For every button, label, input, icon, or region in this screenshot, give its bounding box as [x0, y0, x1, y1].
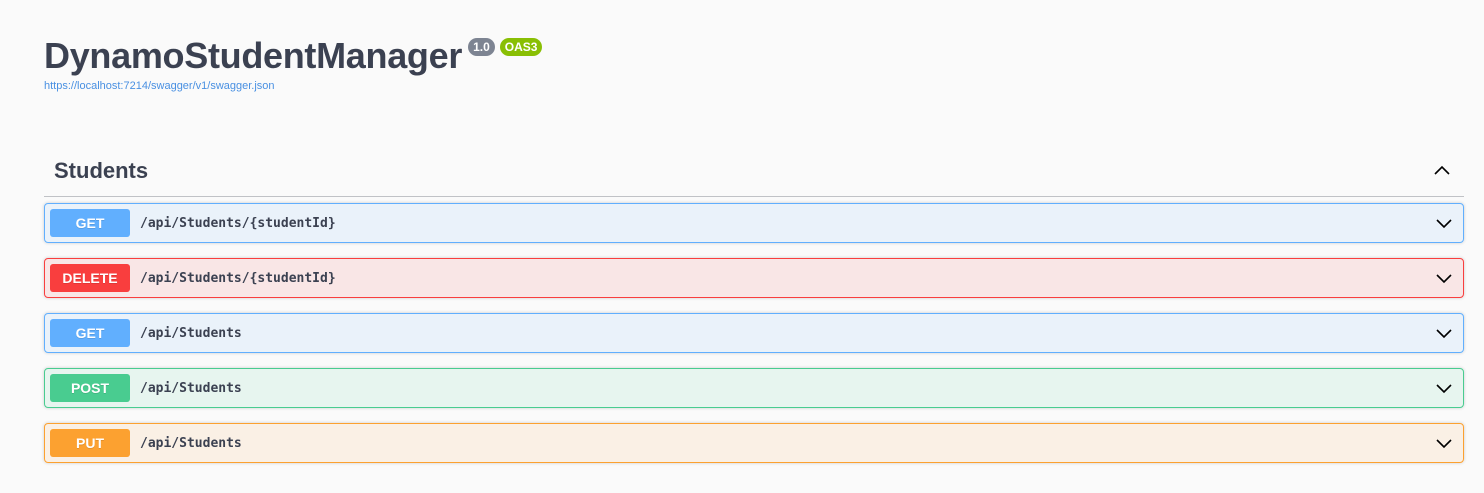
chevron-down-icon — [1436, 439, 1452, 449]
version-badge: 1.0 — [468, 38, 495, 56]
method-badge: POST — [50, 374, 130, 402]
operation-get-students[interactable]: GET /api/Students — [44, 313, 1464, 353]
operation-post-student[interactable]: POST /api/Students — [44, 368, 1464, 408]
api-info: DynamoStudentManager 1.0 OAS3 https://lo… — [44, 34, 543, 92]
operation-delete-student[interactable]: DELETE /api/Students/{studentId} — [44, 258, 1464, 298]
operation-path: /api/Students — [140, 325, 242, 341]
chevron-down-icon — [1436, 274, 1452, 284]
expand-operation-button[interactable] — [1432, 431, 1456, 455]
oas-badge: OAS3 — [499, 38, 543, 56]
expand-operation-button[interactable] — [1432, 211, 1456, 235]
api-title: DynamoStudentManager — [44, 35, 463, 76]
operation-path: /api/Students — [140, 380, 242, 396]
spec-url-link[interactable]: https://localhost:7214/swagger/v1/swagge… — [44, 80, 275, 92]
chevron-down-icon — [1436, 329, 1452, 339]
collapse-tag-button[interactable] — [1422, 151, 1462, 191]
tag-title: Students — [54, 158, 149, 183]
tag-header[interactable]: Students — [44, 146, 1464, 197]
chevron-down-icon — [1436, 219, 1452, 229]
method-badge: GET — [50, 319, 130, 347]
expand-operation-button[interactable] — [1432, 321, 1456, 345]
tag-section-students: Students GET /api/Students/{studentId} D… — [44, 146, 1464, 478]
method-badge: GET — [50, 209, 130, 237]
chevron-down-icon — [1436, 384, 1452, 394]
expand-operation-button[interactable] — [1432, 266, 1456, 290]
expand-operation-button[interactable] — [1432, 376, 1456, 400]
operation-path: /api/Students/{studentId} — [140, 215, 336, 231]
method-badge: PUT — [50, 429, 130, 457]
operation-put-student[interactable]: PUT /api/Students — [44, 423, 1464, 463]
method-badge: DELETE — [50, 264, 130, 292]
operation-get-student-by-id[interactable]: GET /api/Students/{studentId} — [44, 203, 1464, 243]
operation-path: /api/Students — [140, 435, 242, 451]
title-row: DynamoStudentManager 1.0 OAS3 — [44, 34, 543, 78]
chevron-up-icon — [1434, 165, 1450, 175]
operation-path: /api/Students/{studentId} — [140, 270, 336, 286]
